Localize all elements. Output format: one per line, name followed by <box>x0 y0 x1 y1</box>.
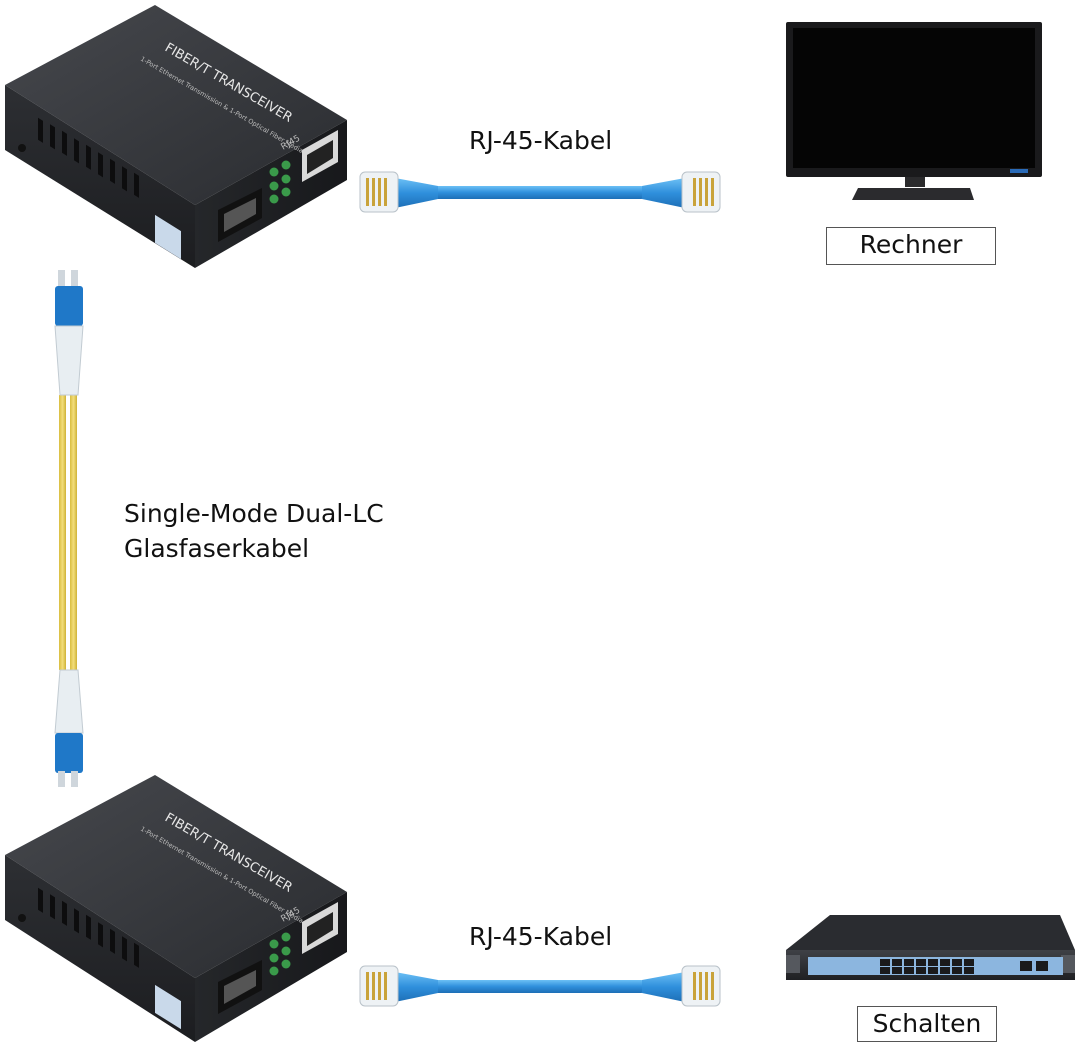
screw-icon <box>18 914 26 922</box>
fiber-cable-label-line1: Single-Mode Dual-LC <box>124 499 384 528</box>
switch-ports <box>880 959 1048 974</box>
label-sticker <box>155 214 181 260</box>
led-icon <box>269 167 279 177</box>
led-icon <box>269 181 279 191</box>
transceiver-top-face <box>5 775 347 978</box>
led-icon <box>281 946 291 956</box>
monitor-icon <box>786 22 1042 200</box>
cable-icon <box>432 186 647 199</box>
lc-connector-icon <box>55 286 83 326</box>
switch-label: Schalten <box>857 1006 997 1042</box>
fiber-cable <box>54 270 84 787</box>
led-icon <box>269 939 279 949</box>
network-switch-icon <box>786 915 1075 980</box>
led-icon <box>281 187 291 197</box>
led-icon <box>281 959 291 969</box>
vent-slots <box>38 887 139 968</box>
rj45-cable-label-bottom: RJ-45-Kabel <box>469 922 613 951</box>
fiber-cable-label-line2: Glasfaserkabel <box>124 534 310 563</box>
led-icon <box>269 194 279 204</box>
led-icon <box>281 932 291 942</box>
screw-icon <box>18 144 26 152</box>
led-icon <box>281 160 291 170</box>
fiber-transceiver-bottom: RJ45 FIBER/T TRANSCEIVER 1-Port Ethernet… <box>5 775 347 1042</box>
vent-slots <box>38 117 139 198</box>
lc-connector-icon <box>55 733 83 773</box>
label-sticker <box>155 984 181 1030</box>
rj45-cable-bottom <box>359 965 721 1007</box>
rj45-cable-top <box>359 171 721 213</box>
computer-label: Rechner <box>826 227 996 265</box>
transceiver-top-face <box>5 5 347 205</box>
fiber-transceiver-top: RJ45 FIBER/T TRANSCEIVER 1-Port Ethernet… <box>5 5 347 268</box>
rj45-cable-label-top: RJ-45-Kabel <box>469 126 613 155</box>
led-icon <box>269 953 279 963</box>
led-icon <box>269 966 279 976</box>
led-icon <box>281 174 291 184</box>
cable-icon <box>432 980 647 993</box>
